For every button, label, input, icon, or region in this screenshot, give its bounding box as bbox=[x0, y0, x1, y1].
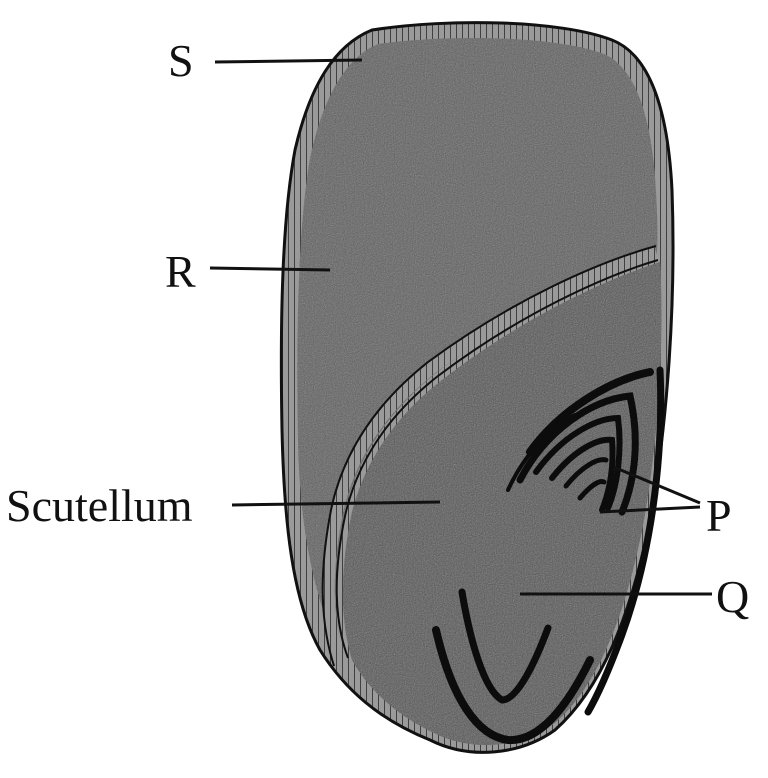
leader-s bbox=[215, 60, 362, 62]
label-s: S bbox=[168, 35, 194, 86]
leader-r bbox=[210, 268, 330, 270]
label-q: Q bbox=[716, 571, 749, 622]
label-p: P bbox=[706, 490, 732, 541]
label-scutellum: Scutellum bbox=[6, 480, 193, 531]
label-r: R bbox=[165, 246, 196, 297]
